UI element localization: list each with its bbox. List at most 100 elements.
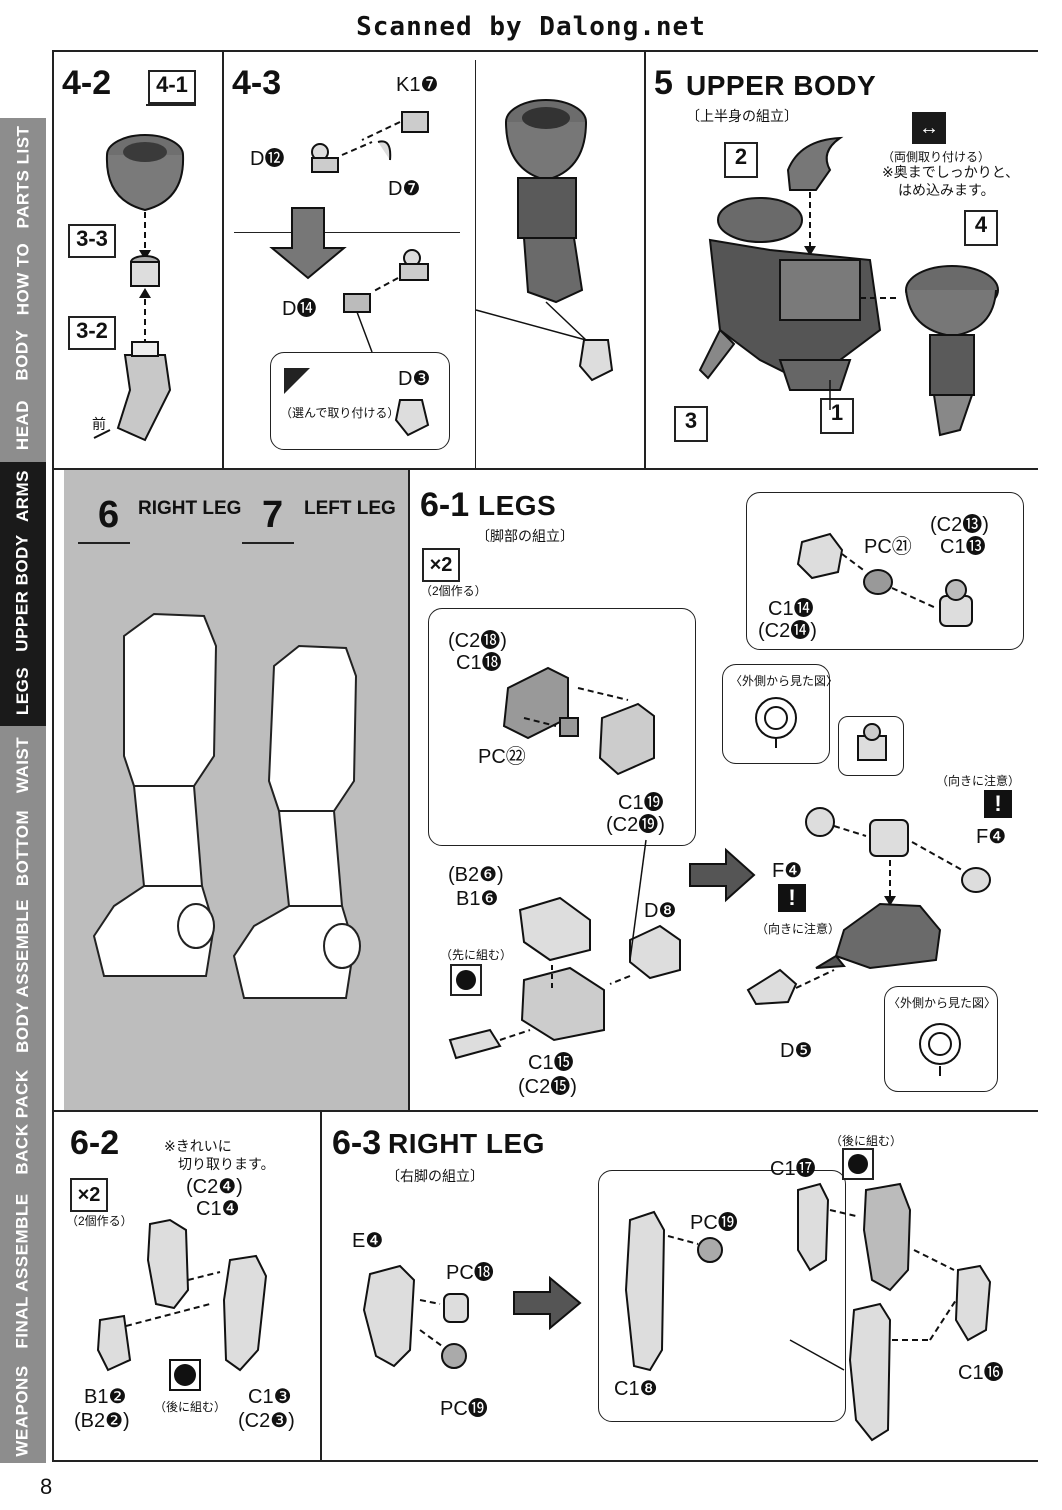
step-number-6-3: 6-3 <box>332 1124 382 1162</box>
tab-body-assemble[interactable]: BODY ASSEMBLE <box>0 892 46 1062</box>
divider-legs-overview <box>408 470 410 1110</box>
leg-frame-6-1-illustration <box>448 839 681 1060</box>
part-d8: D❽ <box>644 900 677 922</box>
part-d3: D❸ <box>398 368 431 390</box>
times-two-badge-6-2: ×2 <box>70 1178 108 1212</box>
tab-waist[interactable]: WAIST <box>0 726 46 806</box>
part-pc19-b: PC⓳ <box>690 1212 738 1234</box>
part-pc19-a: PC⓳ <box>440 1398 488 1420</box>
mind-direction-note-2: （向きに注意） <box>756 922 841 936</box>
front-label: 前 <box>92 416 106 432</box>
part-c1-18: C1⓲ <box>456 652 502 674</box>
part-b1-6: B1❻ <box>456 888 499 910</box>
cut-note-line-1: ※きれいに <box>164 1138 232 1154</box>
divider-4-3 <box>475 60 476 470</box>
tab-back-pack[interactable]: BACK PACK <box>0 1060 46 1186</box>
part-c2-18: (C2⓲) <box>448 630 507 652</box>
ref-box-1: 1 <box>820 398 854 434</box>
part-c1-17: C1⓱ <box>770 1158 816 1180</box>
tab-parts-list[interactable]: PARTS LIST <box>0 118 46 238</box>
tab-how-to[interactable]: HOW TO <box>0 236 46 324</box>
step-title-upper-body: UPPER BODY <box>686 70 877 101</box>
make-two-note-6-1: （2個作る） <box>420 584 487 598</box>
shin-frame-6-3-illustration <box>624 1210 723 1372</box>
assemble-later-note-6-2: （後に組む） <box>154 1400 227 1414</box>
tab-bottom[interactable]: BOTTOM <box>0 804 46 894</box>
part-b2-2: (B2❷) <box>74 1410 130 1432</box>
insert-note-line-1: ※奥までしっかりと、 <box>882 164 1020 180</box>
caution-icon-1: ! <box>984 790 1012 818</box>
outside-view-label-2: 〈外側から見た図〉 <box>888 996 997 1010</box>
part-c2-13: (C2⓭) <box>930 514 989 536</box>
assemble-later-note-6-3: （後に組む） <box>830 1134 903 1148</box>
part-c1-4: C1❹ <box>196 1198 240 1220</box>
ref-box-2: 2 <box>724 142 758 178</box>
scan-credit: Scanned by Dalong.net <box>356 12 706 42</box>
knee-joint-illustration <box>502 666 655 776</box>
tab-legs[interactable]: LEGS <box>0 656 46 728</box>
rule-row-2 <box>52 468 1038 470</box>
part-d12: D⓬ <box>250 148 285 170</box>
tab-final-assemble[interactable]: FINAL ASSEMBLE <box>0 1184 46 1360</box>
both-sides-icon: ↔ <box>912 112 946 144</box>
calf-parts-6-2-illustration <box>96 1218 268 1391</box>
tab-arms[interactable]: ARMS <box>0 462 46 532</box>
underline-4-1 <box>146 104 196 106</box>
make-two-note-6-2: （2個作る） <box>66 1214 133 1228</box>
ref-box-4-1: 4-1 <box>148 70 196 104</box>
times-two-badge-6-1: ×2 <box>422 548 460 582</box>
mind-direction-note-1: （向きに注意） <box>936 774 1021 788</box>
caution-icon-2: ! <box>778 884 806 912</box>
step-subtitle-legs: 〔脚部の組立〕 <box>476 528 574 544</box>
part-c1-19: C1⓳ <box>618 792 664 814</box>
small-joint-illustration <box>857 723 887 761</box>
sidebar-tabs: PARTS LIST HOW TO BODY HEAD ARMS UPPER B… <box>0 118 46 1465</box>
upper-body-illustration <box>698 136 999 437</box>
ref-box-3-3: 3-3 <box>68 224 116 258</box>
underline-6 <box>78 542 130 544</box>
outside-view-joint-2 <box>919 1023 961 1076</box>
arm-assembly-4-2-illustration <box>93 134 185 442</box>
assemble-first-icon <box>450 964 482 996</box>
part-c1-16: C1⓰ <box>958 1362 1004 1384</box>
page-number: 8 <box>40 1474 53 1499</box>
step-number-7: 7 <box>262 494 284 536</box>
part-pc18: PC⓲ <box>446 1262 494 1284</box>
tab-head[interactable]: HEAD <box>0 388 46 464</box>
rule-row-3 <box>52 1110 1038 1112</box>
knee-pc-6-3-illustration <box>362 1264 469 1369</box>
part-c1-15: C1⓯ <box>528 1052 574 1074</box>
outside-view-label-1: 〈外側から見た図〉 <box>730 674 839 688</box>
part-c2-3: (C2❸) <box>238 1410 295 1432</box>
part-f4-right: F❹ <box>976 826 1007 848</box>
tab-upper-body[interactable]: UPPER BODY <box>0 530 46 658</box>
part-c2-19: (C2⓳) <box>606 814 665 836</box>
insert-note-line-2: はめ込みます。 <box>898 182 995 198</box>
legs-overview-panel <box>64 470 408 1110</box>
tab-body[interactable]: BODY <box>0 322 46 390</box>
part-c2-15: (C2⓯) <box>518 1076 577 1098</box>
part-f4-left: F❹ <box>772 860 803 882</box>
part-c1-14: C1⓮ <box>768 598 814 620</box>
step-number-4-3: 4-3 <box>232 64 282 102</box>
divider-6-2 <box>320 1112 322 1460</box>
bottom-rule <box>52 1460 1038 1462</box>
part-pc21: PC㉑ <box>864 536 912 558</box>
both-sides-note: （両側取り付ける） <box>882 150 991 164</box>
choose-note: （選んで取り付ける） <box>280 406 400 420</box>
part-c2-4: (C2❹) <box>186 1176 243 1198</box>
part-b1-2: B1❷ <box>84 1386 127 1408</box>
step-subtitle-right-leg: 〔右脚の組立〕 <box>386 1168 484 1184</box>
part-d14: D⓮ <box>282 298 317 320</box>
foot-assembly-illustration <box>746 807 991 1006</box>
part-pc22: PC㉒ <box>478 746 526 768</box>
part-c1-3: C1❸ <box>248 1386 292 1408</box>
tab-weapons[interactable]: WEAPONS <box>0 1358 46 1465</box>
hand-parts-4-3-illustration <box>269 111 430 437</box>
step-number-6-2: 6-2 <box>70 1124 120 1162</box>
part-d7: D❼ <box>388 178 421 200</box>
step-number-5: 5 <box>654 64 673 102</box>
part-e4: E❹ <box>352 1230 384 1252</box>
step-number-6-1: 6-1 <box>420 486 470 524</box>
label-left-leg: LEFT LEG <box>304 498 396 519</box>
